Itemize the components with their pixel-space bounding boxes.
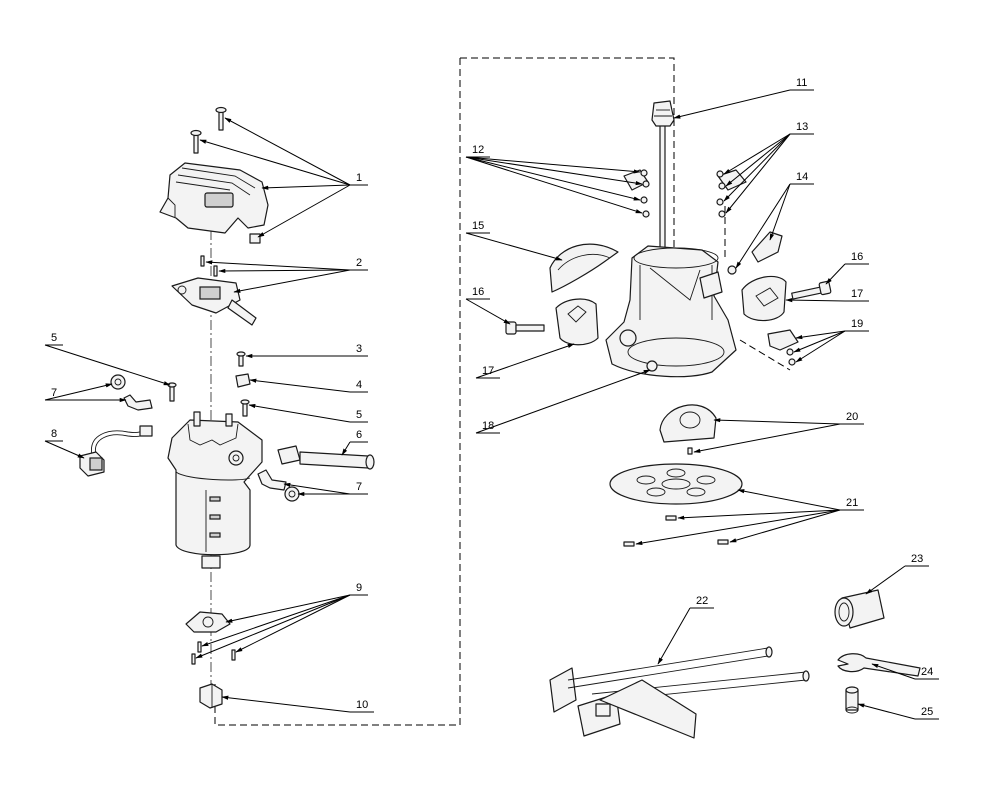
motor-cover-screw [190,129,202,154]
callout-number: 7 [51,387,57,399]
callout-number: 3 [356,343,362,355]
callout-labels: 1234556778910111213141516161717181920212… [45,77,939,720]
switch-screw [200,255,218,277]
handle-bolt [505,321,545,335]
plunge-base-body [605,245,737,378]
callout-number: 13 [796,121,808,133]
callout-number: 4 [356,379,362,391]
collet-wrench [837,653,921,677]
callout-number: 15 [472,220,484,232]
lock-lever-hardware [623,169,650,218]
handle-shell [549,243,619,293]
motor-cover-clip [249,233,261,244]
callout-number: 16 [851,251,863,263]
callout-number: 5 [356,409,362,421]
leader-lines [44,89,916,720]
callout-number: 25 [921,706,933,718]
callout-number: 8 [51,428,57,440]
callout-number: 23 [911,553,923,565]
housing-screw [240,399,250,417]
guide-rod [277,445,375,470]
callout-number: 19 [851,318,863,330]
carbon-brush [123,394,153,411]
callout-number: 2 [356,257,362,269]
clamp-block [235,373,251,388]
callout-number: 20 [846,411,858,423]
callout-number: 18 [482,420,494,432]
sub-base-plate [609,463,743,505]
collet-spacer [845,686,859,714]
callout-number: 11 [796,77,807,89]
callout-number: 9 [356,582,362,594]
callout-number: 10 [356,699,368,711]
handle-bracket [767,329,799,366]
base-bracket-boundary [724,206,791,371]
callout-number: 12 [472,144,484,156]
depth-adjust-rod [651,100,675,261]
motor-top-cover [159,162,269,234]
callout-number: 1 [356,172,362,184]
callout-number: 17 [851,288,863,300]
callout-number: 5 [51,332,57,344]
motor-cover-screw [215,106,227,131]
handle-bolt [791,280,832,300]
carbon-brush-cap [284,486,300,502]
collet-nut [199,683,223,709]
bearing-plate [185,611,231,633]
motor-assembly-boundary [214,57,675,726]
sub-base-screw [623,515,729,547]
motor-housing [167,411,263,569]
dust-adapter [834,589,885,629]
bearing-plate-screw [191,641,236,665]
callout-number: 17 [482,365,494,377]
edge-guide [549,646,810,739]
plunge-lock-lever [727,231,783,275]
brush-holder-screw [236,351,246,367]
callout-number: 6 [356,429,362,441]
callout-number: 24 [921,666,933,678]
carbon-brush [257,469,287,491]
callout-number: 22 [696,595,708,607]
chip-shield [659,404,717,455]
side-screw [167,382,177,402]
power-cable-connector [79,425,153,477]
callout-number: 14 [796,171,808,183]
carbon-brush-cap [110,374,126,390]
handle-grip [741,275,787,322]
callout-number: 21 [846,497,858,509]
handle-grip [555,298,599,346]
callout-number: 16 [472,286,484,298]
switch-assembly [171,277,257,326]
callout-number: 7 [356,481,362,493]
